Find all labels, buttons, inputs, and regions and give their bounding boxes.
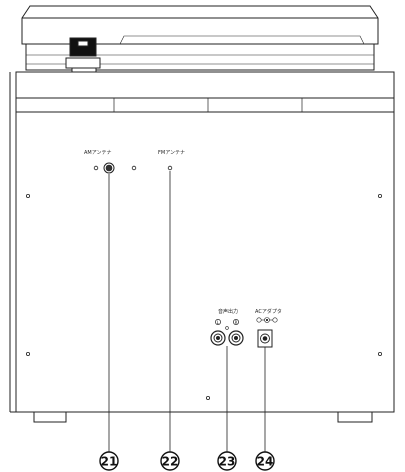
- ac-adapter-label: ACアダプタ: [255, 308, 282, 315]
- callout-23: 23: [217, 451, 237, 471]
- callout-24: 24: [255, 451, 275, 471]
- callout-22-number: 22: [162, 455, 179, 469]
- audio-r-label: R: [235, 320, 238, 325]
- callout-23-number: 23: [219, 455, 236, 469]
- callout-22: 22: [160, 451, 180, 471]
- audio-output-label: 音声出力: [218, 308, 238, 315]
- fm-antenna-terminal: FMアンテナ: [158, 150, 185, 452]
- audio-l-label: L: [217, 320, 220, 325]
- callout-24-number: 24: [257, 455, 274, 469]
- am-antenna-label: AMアンテナ: [84, 150, 112, 156]
- audio-output-jacks: 音声出力 L R: [210, 308, 244, 452]
- callout-21-number: 21: [101, 455, 118, 469]
- ac-adapter-jack: ACアダプタ: [255, 308, 282, 452]
- fm-antenna-label: FMアンテナ: [158, 150, 185, 156]
- am-antenna-terminal: AMアンテナ: [84, 150, 137, 452]
- screws: [25, 193, 382, 400]
- callout-21: 21: [99, 451, 119, 471]
- cabinet-body: [9, 71, 395, 423]
- polarity-icon: [256, 317, 278, 323]
